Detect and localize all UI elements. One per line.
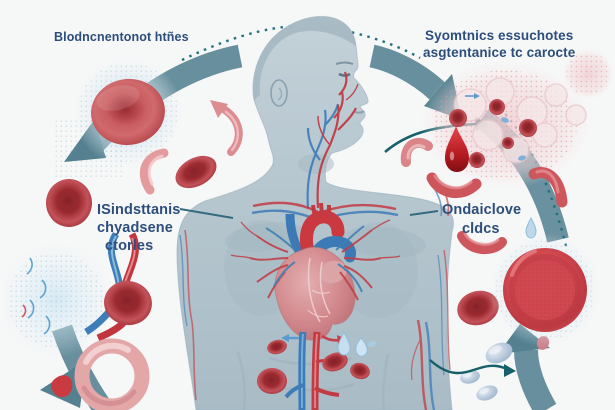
pink-ring-cell [74, 338, 150, 410]
neck-face-vessels [306, 71, 359, 209]
neck-shadow [298, 154, 334, 174]
platelet [485, 342, 513, 364]
bean-cells [400, 137, 568, 255]
pec-shading-left [225, 222, 305, 252]
venous-branches [265, 225, 365, 293]
bean-cell-red-large [426, 172, 482, 198]
leader-line-right-label [409, 210, 439, 216]
platelets [460, 342, 513, 401]
red-blood-cell [322, 352, 348, 372]
platelet [460, 370, 480, 384]
cell-highlight [96, 85, 140, 111]
cell-center-depression [114, 290, 138, 310]
red-clot-blob [51, 375, 73, 398]
bean-cell-red-lower [457, 231, 507, 255]
cell-inner-ring [509, 254, 581, 326]
red-blood-cell [350, 362, 370, 380]
bean-cell-red-right [528, 167, 568, 208]
artery-branch [314, 386, 340, 397]
vena-cava-highlight [300, 333, 304, 409]
hair-cap [253, 16, 356, 100]
cell-center-depression [466, 298, 486, 314]
lung-vessel-branches [230, 219, 401, 301]
stipple-texture [566, 52, 610, 96]
ear-inner [277, 87, 283, 101]
pointer-arrow-to-platelets [429, 359, 516, 377]
stipple-texture [8, 252, 104, 348]
pec-shading-right [342, 226, 426, 258]
label-mid-left-line2: chyadsene [97, 220, 173, 236]
arrowhead-up-left [210, 100, 228, 118]
red-blood-cell-bottom-left [104, 280, 152, 326]
red-blood-cell-tilted [175, 155, 217, 189]
label-top-right-line1: Syomtnics essuchotes [425, 28, 574, 43]
red-blood-cell-large-right [488, 233, 602, 347]
arch-branches [311, 202, 331, 219]
label-mid-left-line3: ctorles [105, 238, 154, 254]
red-blood-cell-large-left [73, 57, 183, 167]
dashed-flow-line-top [181, 24, 421, 62]
pink-curved-arrow [210, 100, 243, 156]
blue-droplet [337, 330, 351, 356]
bean-cell-pink [400, 137, 433, 167]
blue-droplet [355, 337, 368, 357]
capillary-glow-cluster-left [0, 242, 114, 358]
cell-center-depression [106, 94, 146, 126]
lung-shadow-right [338, 222, 418, 318]
droplet-highlight [449, 151, 455, 161]
label-mid-right-line2: cldcs [462, 221, 500, 237]
abdomen-blood-cells [257, 330, 377, 394]
red-blood-cell-left-mid [46, 179, 92, 227]
vein-branch [284, 383, 304, 399]
human-figure [176, 15, 454, 410]
blood-droplet [445, 126, 469, 172]
cluster-blue-bits [501, 117, 526, 161]
eye [338, 72, 351, 77]
ear [270, 79, 288, 107]
arterial-branches [230, 219, 401, 301]
label-top-right-line2: asgtentanice tc carocte [423, 45, 576, 60]
ring-highlight [83, 342, 131, 365]
label-mid-right-line1: Ondaiclove [442, 202, 522, 218]
cluster-mini-arrow [465, 93, 480, 99]
limb-vessels [179, 179, 451, 410]
cell-center-depression [56, 190, 80, 212]
cell-speckle [515, 260, 575, 320]
label-top-left: Blodncnentonot htñes [54, 30, 189, 44]
heart-and-great-vessels [274, 202, 356, 341]
pulmonary-artery [310, 236, 356, 263]
arteries [316, 71, 359, 209]
platelet [476, 385, 498, 401]
red-blood-cell-right-mid [457, 290, 499, 326]
cell-center-depression [183, 162, 205, 178]
ring-shadow [81, 385, 137, 407]
leader-line-left-label [179, 208, 234, 219]
red-blood-cell [257, 368, 287, 394]
red-squiggle [21, 304, 27, 318]
cell-rim-highlight [510, 249, 537, 277]
flow-band [514, 349, 557, 410]
arrow-shaft [429, 359, 508, 375]
arrowhead-right [504, 364, 516, 377]
mouth [354, 110, 365, 114]
aortic-arch [299, 210, 345, 259]
blue-speck [367, 340, 377, 348]
sickle-cell-pink-c [139, 148, 169, 195]
aorta-highlight [314, 333, 318, 409]
blue-arrowhead-left [281, 334, 289, 342]
cell-cluster [420, 48, 614, 189]
cluster-red-cells [449, 99, 537, 168]
blue-squiggles [26, 257, 51, 335]
face-features [270, 61, 365, 114]
coronary-vessels [307, 257, 331, 323]
red-blood-cell [267, 339, 287, 355]
eyebrow [335, 61, 354, 65]
label-mid-left-line1: ISindsttanis [97, 202, 181, 218]
